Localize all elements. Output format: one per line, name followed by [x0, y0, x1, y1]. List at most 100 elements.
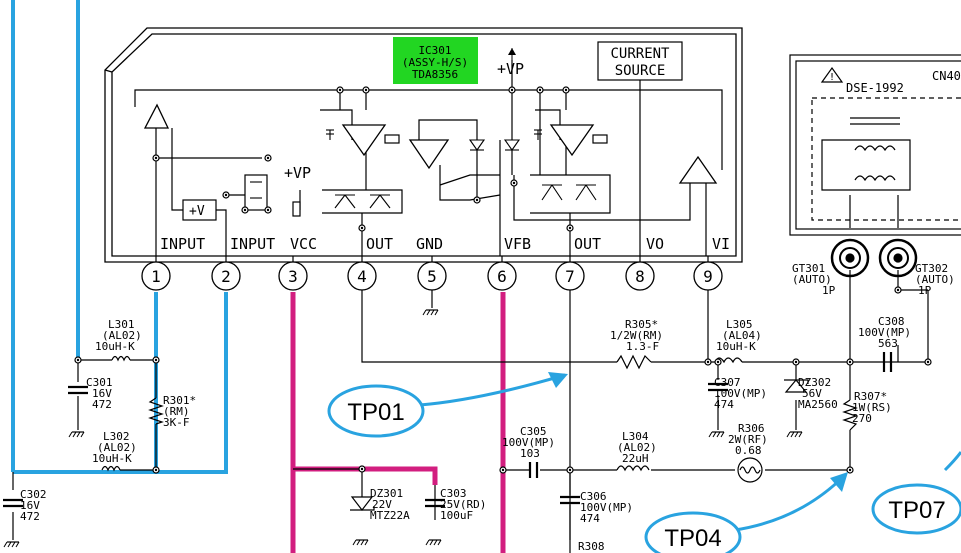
warning-mark: !	[829, 72, 835, 83]
resistors	[148, 354, 858, 483]
r305-ref: R305*	[625, 318, 658, 331]
l304-type: (AL02)	[617, 441, 657, 454]
l305-ref: L305	[726, 318, 753, 331]
c308-voltage: 100V(MP)	[858, 326, 911, 339]
r301-ref: R301*	[163, 394, 196, 407]
pin-number-6: 6	[497, 267, 507, 286]
resistor-r301	[148, 397, 164, 425]
ic-assy: (ASSY-H/S)	[402, 56, 468, 69]
gt301-pin: 1P	[822, 284, 836, 297]
r305-type: 1/2W(RM)	[610, 329, 663, 342]
l301-type: (AL02)	[102, 329, 142, 342]
l301-ref: L301	[108, 318, 135, 331]
ic-internal-wiring	[134, 60, 723, 256]
test-points: TP01 TP04 TP07	[327, 372, 961, 553]
c303-ref: C303	[440, 487, 467, 500]
cn40-label: CN40	[932, 69, 961, 83]
vi-amp	[678, 155, 718, 184]
tp07-marker	[871, 483, 961, 535]
driver-amp-3	[549, 124, 595, 157]
pin-number-9: 9	[703, 267, 713, 286]
zener-dz301	[350, 496, 374, 511]
l301-value: 10uH-K	[95, 340, 135, 353]
gt301-type: (AUTO)	[792, 273, 832, 286]
pin-name-8: VO	[646, 235, 664, 253]
inductor-l301	[111, 355, 131, 362]
c307-value: 474	[714, 398, 734, 411]
c301-value: 472	[92, 398, 112, 411]
dz301-ref: DZ301	[370, 487, 403, 500]
c302-voltage: 16V	[20, 499, 40, 512]
r308-ref: R308	[578, 540, 605, 553]
r306-type: 2W(RF)	[728, 433, 768, 446]
tp01-marker	[327, 384, 425, 438]
output-transistors	[250, 129, 597, 209]
current-source-label-1: CURRENT	[610, 46, 670, 62]
capacitors	[3, 352, 893, 508]
dz301-voltage: 22V	[372, 498, 392, 511]
ic-ref: IC301	[418, 44, 451, 57]
tp07-label: TP07	[888, 497, 945, 524]
c302-ref: C302	[20, 488, 47, 501]
pin-name-4: OUT	[366, 235, 393, 253]
amplifier-symbols	[143, 103, 718, 184]
l304-ref: L304	[622, 430, 649, 443]
driver-amp-2	[408, 139, 450, 170]
external-wiring	[12, 270, 929, 553]
c308-ref: C308	[878, 315, 905, 328]
pin-number-4: 4	[357, 267, 367, 286]
zener-diodes	[350, 379, 809, 511]
pin-number-2: 2	[221, 267, 231, 286]
vp-label-mid: +VP	[284, 164, 311, 182]
c305-value: 103	[520, 447, 540, 460]
l304-value: 22uH	[622, 452, 649, 465]
connector-cn40	[789, 54, 961, 278]
r307-value: 270	[852, 412, 872, 425]
r305-value: 1.3-F	[626, 340, 659, 353]
plus-v-block	[182, 199, 217, 221]
pin-number-7: 7	[565, 267, 575, 286]
r306-ref: R306	[738, 422, 765, 435]
gt302-ref: GT302	[915, 262, 948, 275]
input-buffer-amp	[143, 103, 170, 129]
c303-voltage: 25V(RD)	[440, 498, 486, 511]
current-source-box	[597, 41, 683, 81]
c306-value: 474	[580, 512, 600, 525]
c306-voltage: 100V(MP)	[580, 501, 633, 514]
l302-value: 10uH-K	[92, 452, 132, 465]
component-labels: L301 (AL02) 10uH-K C301 16V 472 R301* (R…	[20, 262, 955, 553]
pin-name-5: GND	[416, 235, 443, 253]
inductor-l302	[101, 465, 121, 472]
r306-value: 0.68	[735, 444, 762, 457]
c305-voltage: 100V(MP)	[502, 436, 555, 449]
c307-voltage: 100V(MP)	[714, 387, 767, 400]
c301-ref: C301	[86, 376, 113, 389]
tp01-label: TP01	[347, 399, 404, 426]
c301-voltage: 16V	[92, 387, 112, 400]
driver-amp-1	[341, 124, 387, 157]
vp-label-top: +VP	[497, 60, 524, 78]
r301-type: (RM)	[163, 405, 190, 418]
pin-circles	[141, 261, 723, 291]
inductors	[101, 355, 743, 472]
dse-label: DSE-1992	[846, 81, 904, 95]
pin-number-8: 8	[635, 267, 645, 286]
ic-label-highlight	[393, 37, 478, 84]
tp04-marker	[644, 511, 742, 553]
r307-ref: R307*	[854, 390, 887, 403]
dz302-part: MA2560	[798, 398, 838, 411]
dz302-voltage: 56V	[802, 387, 822, 400]
pin-name-3: VCC	[290, 235, 317, 253]
c307-ref: C307	[714, 376, 741, 389]
r307-type: 1W(RS)	[852, 401, 892, 414]
pin-stubs	[155, 256, 709, 262]
inductor-l305	[714, 357, 743, 364]
gt302-type: (AUTO)	[915, 273, 955, 286]
c305-ref: C305	[520, 425, 547, 438]
inductor-l304	[616, 465, 650, 472]
current-source-label-2: SOURCE	[615, 63, 666, 79]
pin-name-7: OUT	[574, 235, 601, 253]
dz301-part: MTZ22A	[370, 509, 410, 522]
l305-type: (AL04)	[722, 329, 762, 342]
